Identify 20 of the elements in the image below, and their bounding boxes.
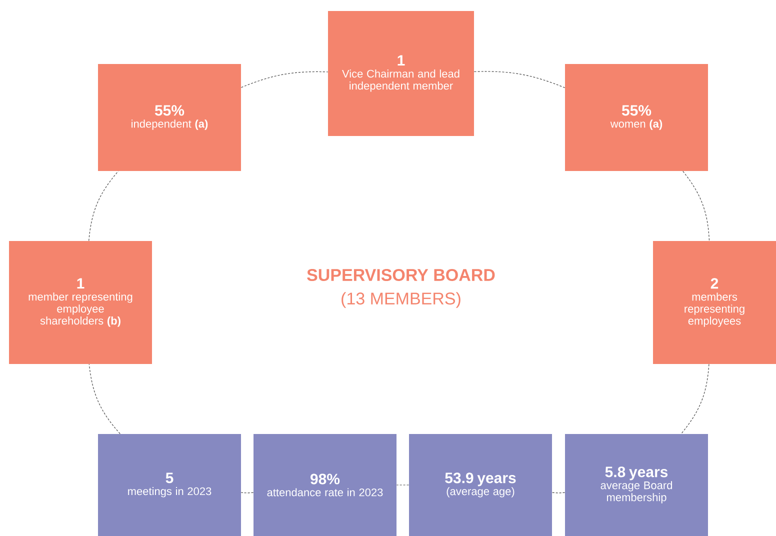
member-count: (13 MEMBERS) bbox=[342, 292, 460, 308]
stat-box: 98% attendance rate in 2023 bbox=[254, 434, 396, 536]
dashed-connector bbox=[552, 492, 566, 494]
stat-box: 2 members representing employees bbox=[653, 241, 776, 364]
stat-box: 5.8 years average Board membership bbox=[565, 434, 708, 536]
stat-box: 53.9 years (average age) bbox=[409, 434, 552, 536]
dashed-connector bbox=[240, 492, 254, 494]
dashed-connector bbox=[680, 364, 710, 434]
dashed-connector bbox=[88, 170, 119, 242]
dashed-connector bbox=[682, 170, 710, 242]
dashed-connector bbox=[396, 484, 410, 486]
stat-box: 1 member representing employee shareholders (b) bbox=[9, 241, 152, 364]
dashed-connector bbox=[88, 364, 120, 434]
stat-box: 55% independent (a) bbox=[98, 64, 241, 171]
board-title: SUPERVISORY BOARD bbox=[307, 268, 495, 282]
stat-box: 5 meetings in 2023 bbox=[98, 434, 241, 536]
stat-box: 55% women (a) bbox=[565, 64, 708, 171]
dashed-connector bbox=[240, 71, 328, 88]
dashed-connector bbox=[474, 71, 566, 88]
stat-box: 1 Vice Chairman and lead independent member bbox=[328, 11, 474, 136]
